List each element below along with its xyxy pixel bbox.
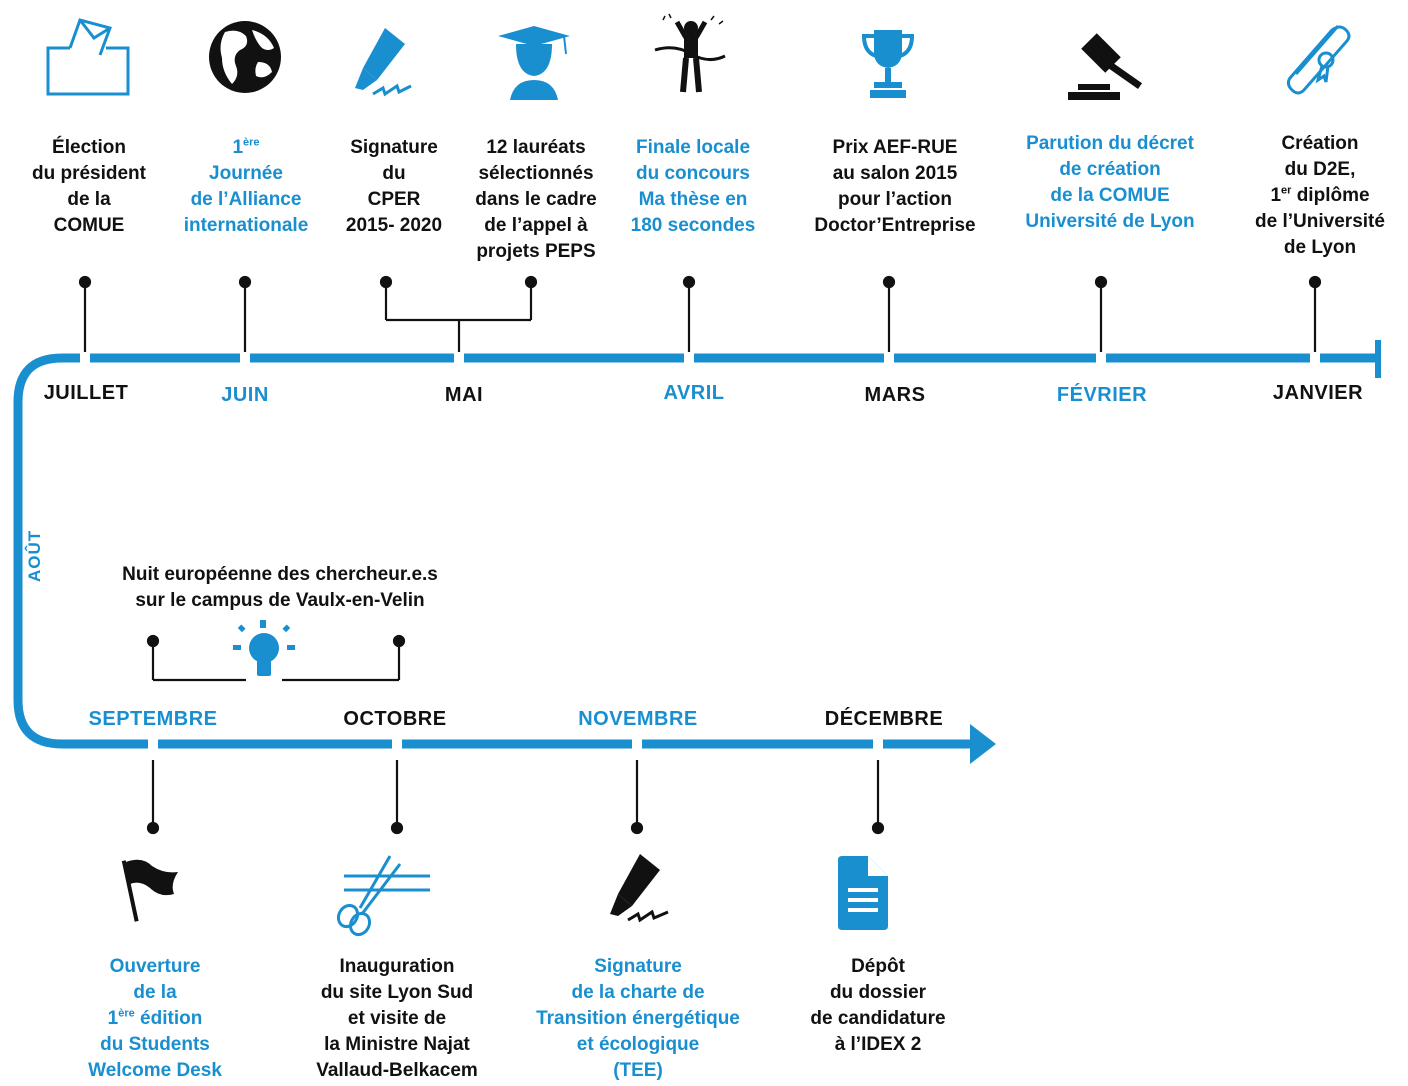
event-d2e: Création du D2E, 1er diplôme de l’Univer…	[1255, 133, 1385, 258]
event-peps: 12 lauréats sélectionnés dans le cadre d…	[475, 137, 597, 262]
event-welcome: Ouverture de la 1ère édition du Students…	[88, 956, 222, 1081]
month-avril: AVRIL	[663, 382, 725, 404]
month-mars: MARS	[864, 384, 926, 406]
trophy-icon	[861, 30, 915, 98]
month-aout: AOÛT	[25, 529, 44, 582]
fountain-pen-icon	[355, 28, 412, 97]
connectors-top	[78, 275, 1322, 352]
ballot-box-icon	[46, 18, 130, 96]
event-alliance: 1ère Journée de l’Alliance international…	[183, 136, 309, 236]
connector-nuit	[146, 634, 406, 682]
connectors-bottom	[146, 760, 885, 835]
flag-icon	[121, 859, 178, 922]
event-election: Élection du président de la COMUE	[31, 137, 146, 236]
document-icon	[838, 856, 888, 930]
month-mai: MAI	[444, 384, 484, 406]
finish-line-runner-icon	[654, 13, 726, 93]
month-novembre: NOVEMBRE	[578, 708, 698, 730]
event-cper: Signature du CPER 2015- 2020	[345, 137, 443, 236]
event-aef: Prix AEF-RUE au salon 2015 pour l’action…	[814, 137, 976, 236]
fountain-pen-icon-bottom	[610, 854, 669, 923]
timeline-track	[13, 353, 1378, 749]
month-juillet: JUILLET	[43, 382, 129, 404]
event-lyonsud: Inauguration du site Lyon Sud et visite …	[316, 956, 478, 1081]
month-decembre: DÉCEMBRE	[824, 708, 944, 730]
timeline-arrowhead	[970, 724, 996, 764]
month-juin: JUIN	[221, 384, 269, 406]
month-fevrier: FÉVRIER	[1056, 384, 1148, 406]
globe-icon	[209, 21, 281, 93]
diploma-icon	[1286, 25, 1351, 95]
month-septembre: SEPTEMBRE	[88, 708, 218, 730]
graduate-icon	[498, 26, 570, 100]
event-nuit: Nuit européenne des chercheur.e.s sur le…	[122, 564, 438, 611]
event-idex: Dépôt du dossier de candidature à l’IDEX…	[810, 956, 946, 1055]
lightbulb-icon	[233, 620, 295, 676]
month-octobre: OCTOBRE	[343, 708, 447, 730]
gavel-icon	[1068, 33, 1143, 100]
event-decret: Parution du décret de création de la COM…	[1025, 133, 1195, 232]
event-mt180: Finale locale du concours Ma thèse en 18…	[630, 137, 756, 236]
month-janvier: JANVIER	[1272, 382, 1364, 404]
event-tee: Signature de la charte de Transition éne…	[536, 956, 740, 1081]
timeline-gaps	[80, 350, 1320, 752]
scissors-ribbon-icon	[336, 855, 430, 937]
